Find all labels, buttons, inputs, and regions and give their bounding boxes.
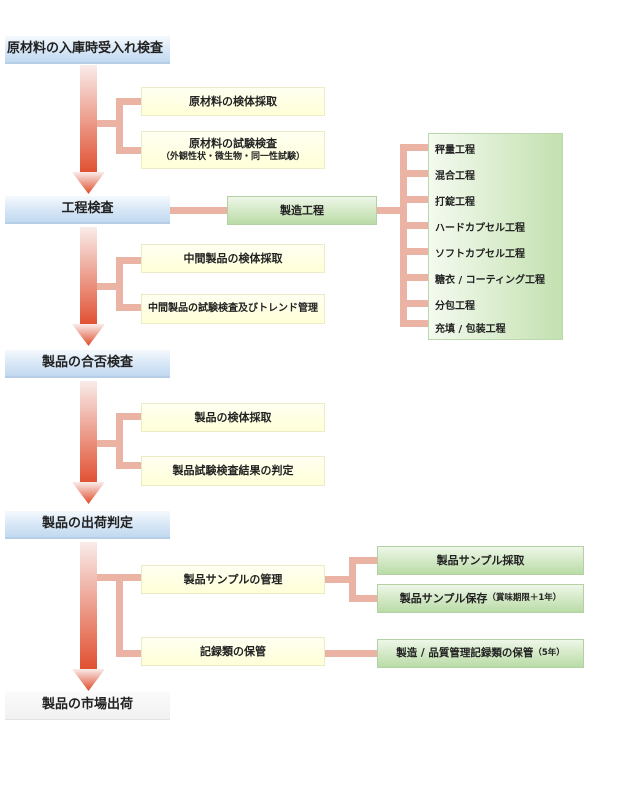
manufacturing-process-box: 製造工程 — [227, 196, 377, 225]
records-storage-box: 製造 / 品質管理記録類の保管（5年） — [377, 639, 584, 668]
stage-process-inspection: 工程検査 — [5, 196, 170, 224]
check-product-sampling: 製品の検体採取 — [141, 403, 325, 432]
sample-storage-label: 製品サンプル保存 — [399, 591, 488, 605]
check-sample-management: 製品サンプルの管理 — [141, 565, 325, 594]
process-item: 秤量工程 — [435, 145, 475, 156]
process-item: 打錠工程 — [435, 197, 475, 208]
check-raw-testing-label: 原材料の試験検査 — [189, 136, 277, 150]
check-product-judgement: 製品試験検査結果の判定 — [141, 456, 325, 486]
records-storage-note: （5年） — [533, 648, 565, 659]
down-arrow-1 — [72, 65, 105, 194]
stage-raw-material-inspection: 原材料の入庫時受入れ検査 — [5, 36, 170, 64]
records-storage-label: 製造 / 品質管理記録類の保管 — [396, 646, 534, 659]
down-arrow-3 — [72, 381, 105, 504]
check-mid-sampling: 中間製品の検体採取 — [141, 244, 325, 273]
process-item: 分包工程 — [435, 301, 475, 312]
check-raw-sampling: 原材料の検体採取 — [141, 87, 325, 116]
sample-collection-box: 製品サンプル採取 — [377, 546, 584, 575]
process-item: 糖衣 / コーティング工程 — [435, 275, 546, 286]
down-arrow-2 — [72, 227, 105, 346]
stage-shipping-decision: 製品の出荷判定 — [5, 511, 170, 539]
process-item: ハードカプセル工程 — [435, 223, 525, 234]
check-raw-testing-note: （外観性状・微生物・同一性試験） — [160, 152, 305, 163]
stage-pass-fail-inspection: 製品の合否検査 — [5, 350, 170, 378]
sample-storage-note: （賞味期限＋1年） — [487, 593, 562, 604]
check-raw-testing: 原材料の試験検査 （外観性状・微生物・同一性試験） — [141, 131, 325, 169]
process-item: ソフトカプセル工程 — [435, 249, 525, 260]
sample-storage-box: 製品サンプル保存（賞味期限＋1年） — [377, 584, 584, 613]
check-mid-testing: 中間製品の試験検査及びトレンド管理 — [141, 294, 325, 324]
check-records-storage: 記録類の保管 — [141, 637, 325, 666]
process-list: 秤量工程 混合工程 打錠工程 ハードカプセル工程 ソフトカプセル工程 糖衣 / … — [428, 133, 563, 340]
down-arrow-4 — [72, 542, 105, 691]
process-item: 充填 / 包装工程 — [435, 324, 506, 335]
process-item: 混合工程 — [435, 171, 475, 182]
stage-market-shipping: 製品の市場出荷 — [5, 692, 170, 720]
